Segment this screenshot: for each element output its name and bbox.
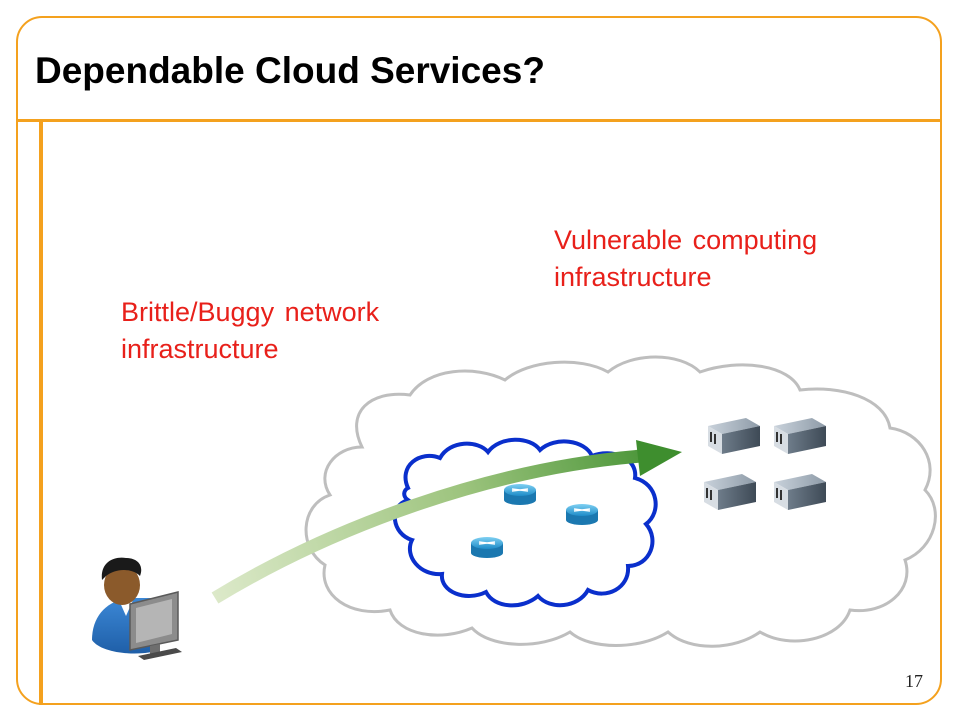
server-icon	[774, 474, 826, 510]
router-icon	[504, 484, 536, 505]
computing-callout-line-2: infrastructure	[554, 262, 712, 292]
computing-callout-line-1: Vulnerable computing	[554, 225, 818, 255]
network-cloud	[392, 437, 658, 608]
slide-title: Dependable Cloud Services?	[35, 50, 545, 91]
title-divider	[16, 119, 942, 122]
network-callout-line-2: infrastructure	[121, 334, 279, 364]
page-number: 17	[905, 671, 923, 691]
server-icon	[704, 474, 756, 510]
computing-callout: Vulnerable computing infrastructure	[554, 222, 817, 296]
request-arrow	[211, 449, 643, 604]
network-callout-line-1: Brittle/Buggy network	[121, 297, 380, 327]
router-icon	[566, 504, 598, 525]
request-arrowhead	[636, 440, 682, 476]
slide-frame	[16, 16, 942, 705]
server-icon	[774, 418, 826, 454]
user-at-computer-icon	[92, 557, 182, 660]
left-divider	[39, 121, 43, 705]
server-icon	[708, 418, 760, 454]
router-icon	[471, 537, 503, 558]
network-callout: Brittle/Buggy network infrastructure	[121, 294, 379, 368]
